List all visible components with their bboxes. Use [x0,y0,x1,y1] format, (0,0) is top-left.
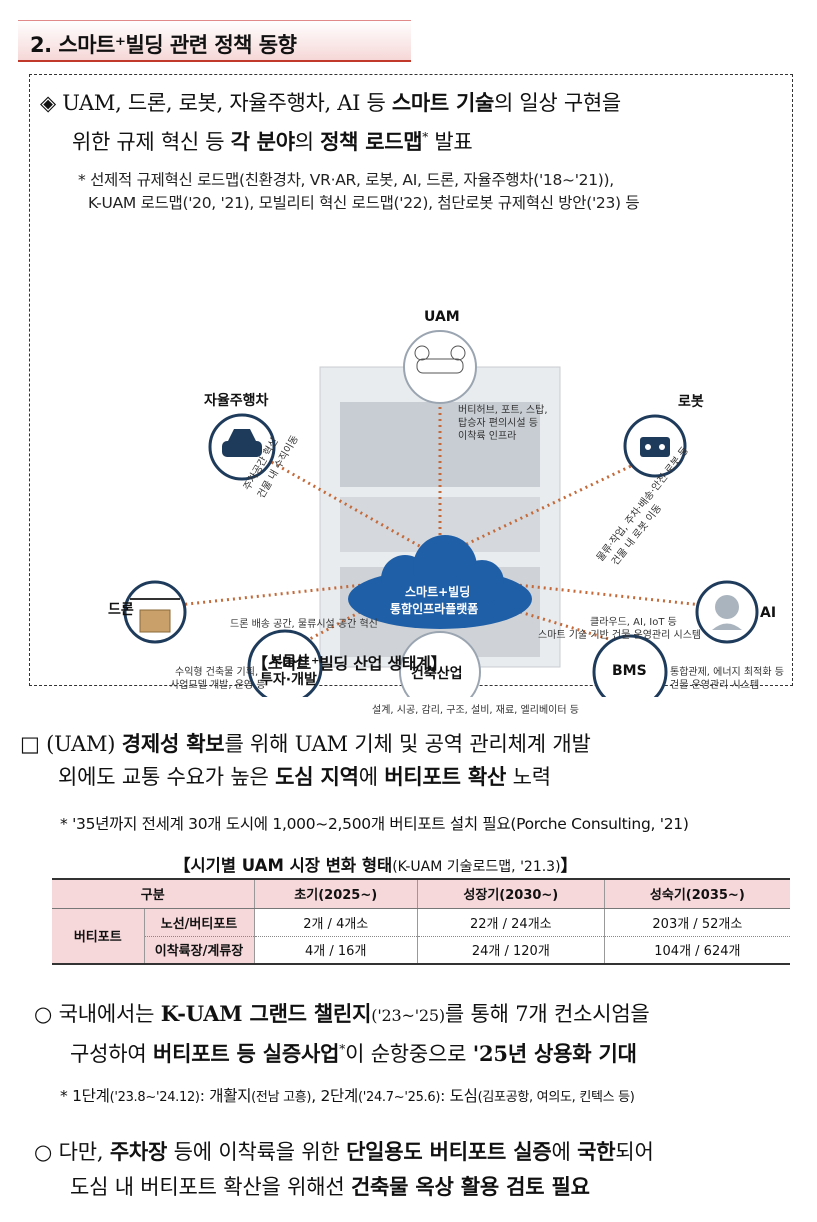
para2-note: * 1단계('23.8~'24.12): 개활지(전남 고흥), 2단계('24… [60,1087,635,1105]
section-number: 2. [30,33,52,57]
table-row: 이착륙장/계류장 4개 / 16개 24개 / 120개 104개 / 624개 [52,936,790,965]
bms-circle [592,634,668,697]
checkbox-bullet-icon: □ [20,732,40,756]
bms-desc-2: 건물 운영관리 시스템 [670,680,760,691]
bms-label: BMS [612,663,647,679]
diamond-bullet-icon: ◈ [40,91,56,115]
real-estate-desc-1: 수익형 건축물 기획, [175,667,259,678]
section-title: 2. 스마트⁺빌딩 관련 정책 동향 [18,20,411,62]
real-estate-label-2: 투자·개발 [260,672,317,688]
diagram-caption: 【스마트⁺빌딩 산업 생태계】 [252,654,447,673]
para2-line-1: ○ 국내에서는 K-UAM 그랜드 챌린지('23~'25)를 통해 7개 컨소… [34,1001,650,1026]
table-group-cell: 버티포트 [52,908,144,965]
para1-note: * '35년까지 전세계 30개 도시에 1,000~2,500개 버티포트 설… [60,815,689,833]
ai-label: AI [760,605,777,621]
table-header: 구분 [52,878,254,909]
robot-label: 로봇 [678,394,704,410]
bms-desc-1: 통합관제, 에너지 최적화 등 [670,667,784,678]
drone-desc: 드론 배송 공간, 물류시설 공간 혁신 [230,619,378,630]
real-estate-label-1: 부동산 [270,654,309,670]
real-estate-desc-2: 사업모델 개발, 운영 등 [170,680,266,691]
table-header-row: 구분 초기(2025~) 성장기(2030~) 성숙기(2035~) [52,878,790,909]
para1-line-2: 외에도 교통 수요가 높은 도심 지역에 버티포트 확산 노력 [58,764,551,789]
car-label: 자율주행차 [204,393,269,409]
uam-desc-3: 이착륙 인프라 [458,431,517,442]
table-cell: 2개 / 4개소 [253,908,418,937]
table-row-label: 이착륙장/계류장 [143,936,254,965]
construction-desc: 설계, 시공, 감리, 구조, 설비, 재료, 엘리베이터 등 [372,705,579,716]
table-title: 【시기별 UAM 시장 변화 형태(K-UAM 기술로드맵, '21.3)】 [174,856,578,875]
summary-note-1: * 선제적 규제혁신 로드맵(친환경차, VR·AR, 로봇, AI, 드론, … [78,171,614,189]
table-row-label: 노선/버티포트 [143,908,254,937]
ecosystem-diagram-graphic [123,330,759,697]
para1-line-1: □ (UAM) 경제성 확보를 위해 UAM 기체 및 공역 관리체계 개발 [20,731,591,756]
section-title-text: 스마트⁺빌딩 관련 정책 동향 [58,33,297,57]
para3-line-1: ○ 다만, 주차장 등에 이착륙을 위한 단일용도 버티포트 실증에 국한되어 [34,1139,654,1164]
table-cell: 104개 / 624개 [603,936,790,965]
uam-desc-1: 버티허브, 포트, 스탑, [458,405,548,416]
para3-line-2: 도심 내 버티포트 확산을 위해선 건축물 옥상 활용 검토 필요 [70,1174,590,1199]
ecosystem-diagram: UAM 버티허브, 포트, 스탑, 탑승자 편의시설 등 이착륙 인프라 자율주… [90,227,790,716]
table-cell: 22개 / 24개소 [416,908,605,937]
summary-box: ◈ UAM, 드론, 로봇, 자율주행차, AI 등 스마트 기술의 일상 구현… [29,74,793,716]
construction-circle [399,631,481,697]
table-header: 성장기(2030~) [416,878,605,909]
center-platform-line-2: 통합인프라플랫폼 [390,602,479,616]
table-header: 성숙기(2035~) [603,878,790,909]
real-estate-circle [247,629,323,697]
table-cell: 4개 / 16개 [253,936,418,965]
uam-desc-2: 탑승자 편의시설 등 [458,418,538,429]
ai-desc-2: 스마트 기술 기반 건물 운영관리 시스템 [538,630,702,641]
table-cell: 24개 / 120개 [416,936,605,965]
table-header: 초기(2025~) [253,878,418,909]
circle-bullet-icon: ○ [34,1140,53,1164]
ai-desc-1: 클라우드, AI, IoT 등 [590,617,677,628]
summary-line-2: 위한 규제 혁신 등 각 분야의 정책 로드맵* 발표 [72,129,473,154]
circle-bullet-icon: ○ [34,1002,53,1026]
cloud-platform [348,535,532,629]
table-row: 버티포트 노선/버티포트 2개 / 4개소 22개 / 24개소 203개 / … [52,908,790,965]
drone-label: 드론 [108,602,134,618]
construction-label: 건축산업 [411,666,463,682]
table-cell: 203개 / 52개소 [603,908,790,937]
center-platform-line-1: 스마트+빌딩 [405,585,471,599]
para2-line-2: 구성하여 버티포트 등 실증사업*이 순항중으로 '25년 상용화 기대 [70,1041,637,1066]
summary-note-2: K-UAM 로드맵('20, '21), 모빌리티 혁신 로드맵('22), 첨… [88,194,640,212]
uam-market-table: 구분 초기(2025~) 성장기(2030~) 성숙기(2035~) 버티포트 … [52,878,790,965]
uam-label: UAM [424,309,460,325]
summary-line-1: ◈ UAM, 드론, 로봇, 자율주행차, AI 등 스마트 기술의 일상 구현… [40,90,621,115]
